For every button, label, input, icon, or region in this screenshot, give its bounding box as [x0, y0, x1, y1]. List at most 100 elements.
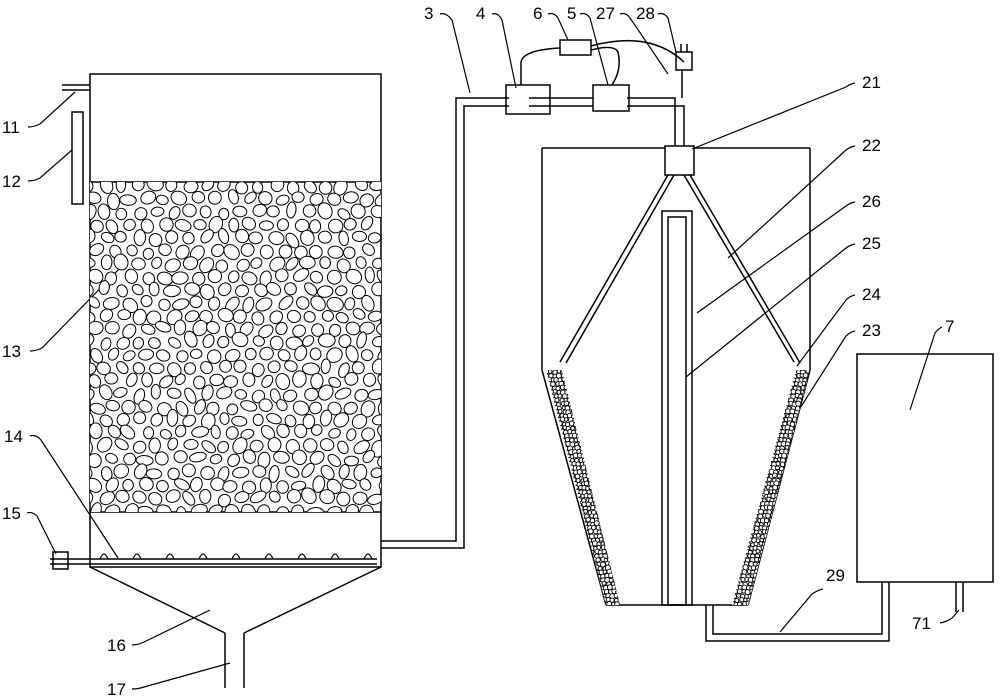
packing-stone [267, 437, 282, 453]
packing-stone [275, 268, 289, 283]
packing-stone [317, 202, 333, 220]
label-7: 7 [945, 317, 954, 336]
packing-stone [90, 219, 104, 233]
packing-stone [99, 182, 114, 194]
inlet-pipe-11 [62, 84, 90, 91]
packing-stone [334, 387, 352, 400]
packing-stone [90, 490, 94, 505]
packing-stone [252, 335, 265, 347]
packing-stone [249, 439, 264, 453]
packing-stone [113, 387, 128, 398]
packing-stone [291, 191, 305, 203]
packing-stone [193, 219, 207, 231]
packing-stone [361, 294, 375, 312]
packing-stone [132, 490, 147, 504]
packing-stone [145, 468, 163, 480]
packing-stone [124, 268, 139, 284]
packing-stone [328, 427, 341, 439]
filter-bead [742, 564, 749, 571]
filter-bead [747, 537, 753, 543]
packing-stone [294, 423, 308, 439]
packing-stone [275, 321, 288, 336]
packing-stone [240, 243, 255, 257]
packing-stone [335, 285, 348, 297]
packing-stone [194, 399, 206, 415]
packing-stone [104, 321, 120, 335]
packing-stone [268, 490, 281, 503]
pump-4 [505, 84, 551, 115]
filter-bead [574, 473, 581, 480]
filter-bead [789, 408, 796, 415]
packing-stone [102, 296, 120, 310]
packing-stone [231, 415, 248, 427]
packing-stone [251, 311, 265, 326]
filter-bead [614, 601, 620, 605]
packing-stone [276, 506, 290, 512]
packing-stone [338, 464, 350, 480]
aerator-nozzle [99, 553, 109, 560]
packing-stone [291, 449, 307, 466]
packing-stone [150, 413, 164, 427]
packing-stone [327, 506, 343, 512]
aerator-nozzle [132, 553, 142, 560]
packing-stone [217, 182, 231, 192]
packing-stone [376, 269, 381, 285]
packing-stone [356, 331, 367, 349]
filter-bead [748, 581, 753, 587]
packing-stone [122, 478, 134, 492]
packing-stone [119, 194, 137, 206]
packing-stone [176, 350, 189, 363]
packing-stone [249, 490, 267, 504]
packing-stone [191, 191, 206, 204]
packing-stone [189, 451, 207, 463]
filter-bead [556, 420, 563, 427]
filter-bead [772, 484, 778, 491]
packing-stone [276, 480, 289, 494]
packing-stone [235, 182, 249, 195]
filter-bead [590, 505, 596, 511]
filter-bead [599, 524, 606, 531]
filter-bead [581, 501, 587, 507]
packing-stone [309, 270, 324, 284]
packing-stone [380, 242, 381, 256]
filter-bead [748, 528, 756, 535]
packing-stone [354, 388, 369, 402]
packing-stone [132, 362, 146, 375]
tank-7 [856, 353, 994, 583]
label-29: 29 [826, 566, 845, 585]
packing-stone [241, 216, 257, 231]
packing-stone [350, 203, 366, 219]
packing-stone [90, 502, 102, 512]
packing-stone [97, 203, 111, 220]
packing-stone [170, 190, 188, 206]
filter-bead [556, 370, 562, 374]
packing-stone [224, 349, 241, 363]
packing-stone [217, 440, 230, 454]
packing-stone [326, 296, 344, 312]
packing-stone [370, 467, 381, 479]
packing-stone [99, 414, 113, 428]
packing-stone [90, 453, 102, 469]
packing-stone [165, 230, 179, 244]
packing-stone [90, 466, 93, 480]
packing-stone [217, 227, 230, 245]
packing-stone [371, 281, 381, 297]
packing-stone [309, 401, 322, 415]
aerator-nozzle [231, 553, 241, 560]
packing-stone [351, 230, 368, 242]
packing-stone [131, 182, 145, 192]
packing-stone [234, 389, 248, 400]
packing-stone [132, 440, 147, 454]
packing-stone [242, 372, 256, 387]
packing-stone [100, 231, 115, 244]
packing-stone [319, 438, 335, 452]
aerator-nozzle [330, 553, 340, 560]
aeration-pipe-14 [50, 558, 377, 565]
filter-bead [602, 536, 609, 543]
filter-bead [732, 588, 738, 595]
filter-bead [606, 552, 612, 559]
packing-stone [309, 219, 322, 234]
filter-bead [557, 393, 563, 399]
packing-stone [104, 372, 119, 385]
packing-stone [362, 372, 377, 387]
